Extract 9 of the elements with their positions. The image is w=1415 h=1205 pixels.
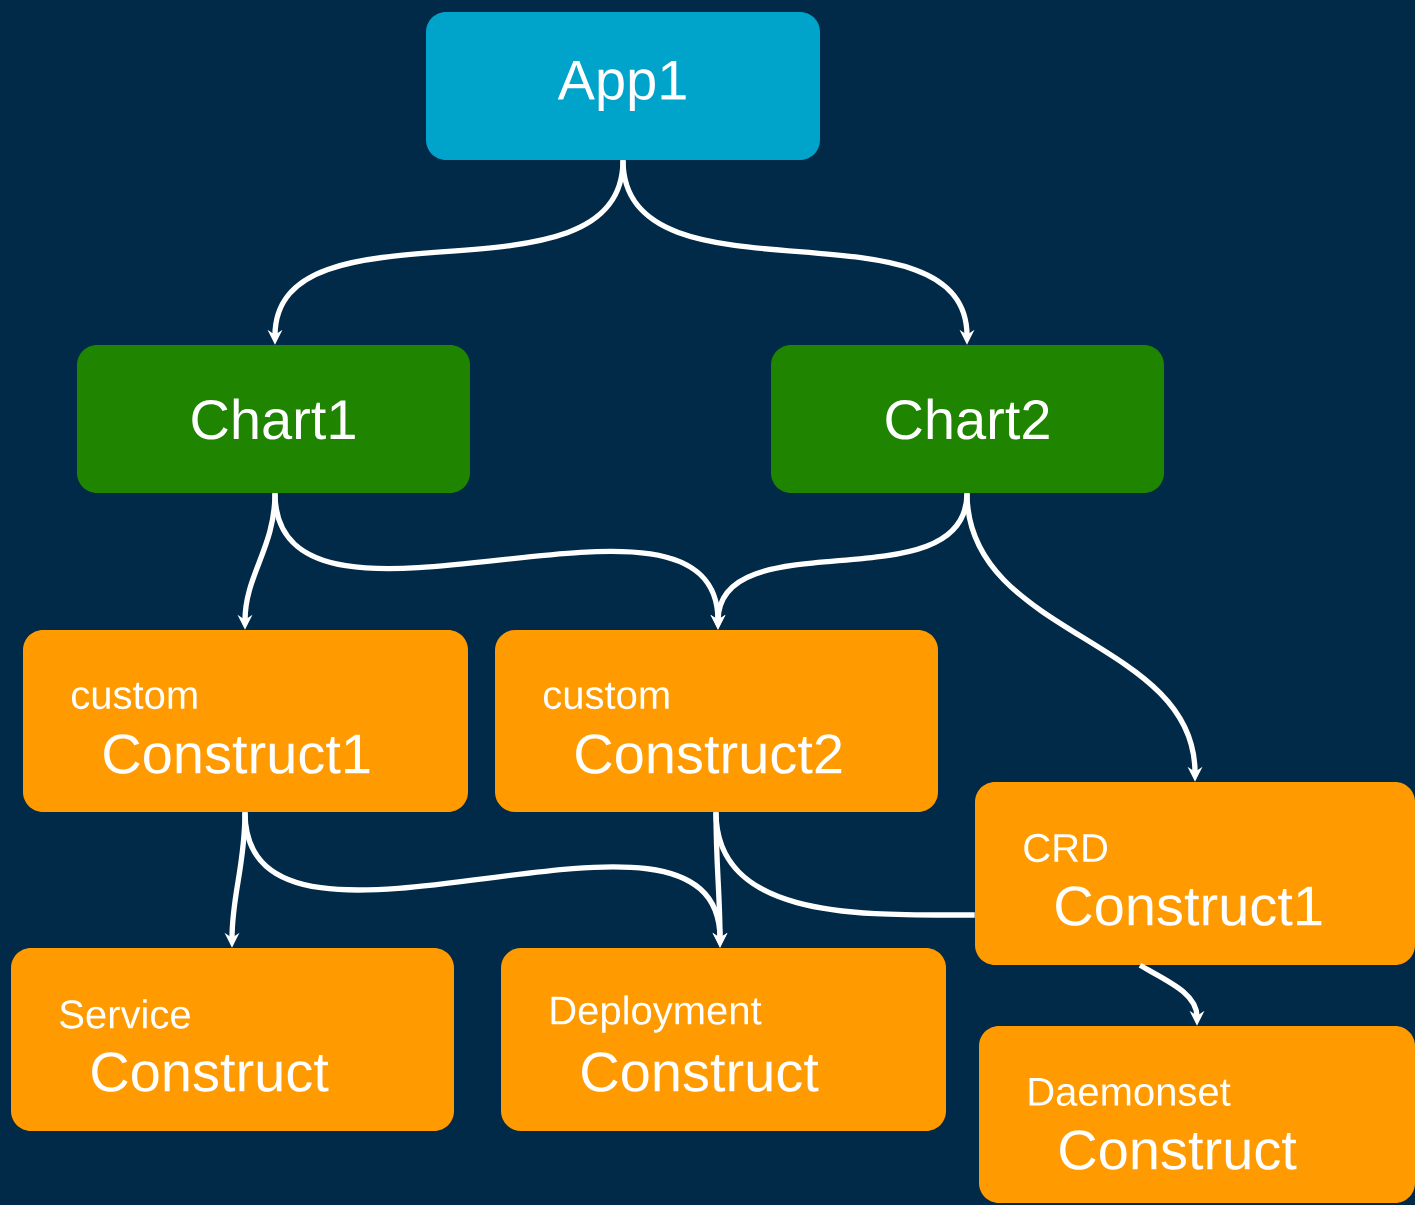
process-box: Daemonset Construct bbox=[979, 1026, 1415, 1203]
process-box: Chart2 bbox=[771, 345, 1164, 493]
process-box: CRD Construct1 bbox=[975, 782, 1415, 965]
process-box: custom Construct1 bbox=[23, 630, 468, 812]
process-box: Service Construct bbox=[11, 948, 454, 1131]
process-box: Deployment Construct bbox=[501, 948, 946, 1131]
process-box: App1 bbox=[426, 12, 820, 160]
process-box: Chart1 bbox=[77, 345, 470, 493]
process-box: custom Construct2 bbox=[495, 630, 938, 812]
